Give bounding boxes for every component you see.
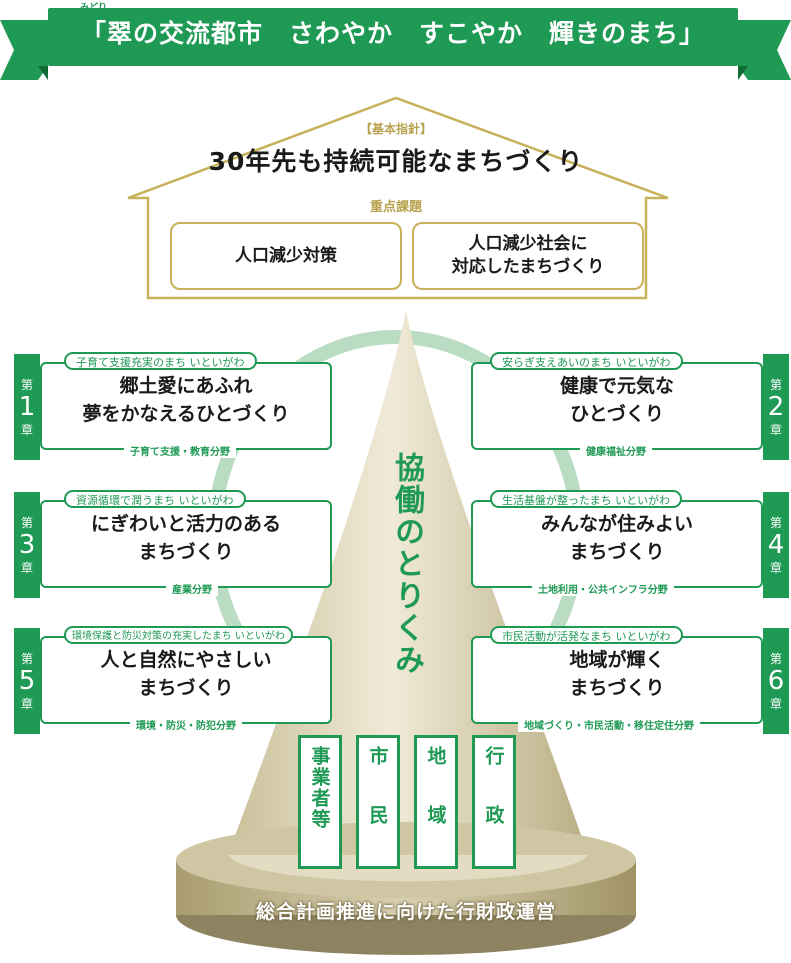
chapter-6-title: 地域が輝く まちづくり (569, 649, 665, 699)
actor-pillar-citizens: 市民 (356, 735, 400, 869)
chapter-1-subtitle: 子育て支援充実のまち いといがわ (64, 352, 257, 370)
cooperation-text: 協働のとりくみ (389, 452, 424, 676)
actor-pillar-businesses: 事業者等 (298, 735, 342, 869)
chapter-4-title: みんなが住みよい まちづくり (540, 513, 693, 563)
chapter-2-tab: 第 2 章 (763, 354, 789, 460)
banner-ribbon-graphic (0, 20, 791, 80)
chapter-3-title: にぎわいと活力のある まちづくり (90, 513, 281, 563)
policy-title: 30年先も持続可能なまちづくり (208, 147, 584, 176)
chapter-prefix: 第 (20, 378, 33, 392)
chapter-4-subtitle: 生活基盤が整ったまち いといがわ (490, 490, 683, 508)
chapter-suffix: 章 (20, 561, 33, 575)
chapter-2-title: 健康で元気な ひとづくり (559, 375, 674, 425)
actor-label: 市民 (366, 746, 389, 864)
chapter-1-tab: 第 1 章 (14, 354, 40, 460)
chapter-prefix: 第 (20, 652, 33, 666)
chapter-suffix: 章 (769, 423, 782, 437)
chapter-3-subtitle: 資源循環で潤うまち いといがわ (64, 490, 246, 508)
issues-label: 重点課題 (369, 200, 422, 215)
chapter-1-field: 子育て支援・教育分野 (124, 443, 236, 458)
chapter-2-subtitle: 安らぎ支えあいのまち いといがわ (490, 352, 683, 370)
chapter-suffix: 章 (769, 561, 782, 575)
chapter-5-tab: 第 5 章 (14, 628, 40, 734)
chapter-number: 5 (18, 666, 36, 696)
actor-label: 行政 (482, 746, 505, 864)
chapter-suffix: 章 (20, 423, 33, 437)
slogan-text: 「翠の交流都市 さわやか すこやか 輝きのまち」 (80, 19, 705, 48)
actor-label: 事業者等 (308, 746, 331, 830)
chapter-5-field: 環境・防災・防犯分野 (130, 717, 242, 732)
chapter-6-tab: 第 6 章 (763, 628, 789, 734)
base-text: 総合計画推進に向けた行財政運営 (255, 901, 556, 923)
chapter-6-box (471, 636, 763, 724)
chapter-4-tab: 第 4 章 (763, 492, 789, 598)
chapter-number: 6 (767, 666, 785, 696)
slogan-banner (48, 8, 738, 66)
chapter-6-subtitle: 市民活動が活発なまち いといがわ (490, 626, 683, 644)
policy-label: 【基本指針】 (359, 122, 432, 136)
chapter-3-tab: 第 3 章 (14, 492, 40, 598)
chapter-6-field: 地域づくり・市民活動・移住定住分野 (518, 717, 700, 732)
chapter-number: 2 (767, 392, 785, 422)
chapter-number: 3 (18, 530, 36, 560)
chapter-suffix: 章 (20, 697, 33, 711)
chapter-prefix: 第 (769, 378, 782, 392)
issue-box-1: 人口減少対策 (170, 222, 402, 290)
actor-pillar-community: 地域 (414, 735, 458, 869)
chapter-number: 4 (767, 530, 785, 560)
chapter-suffix: 章 (769, 697, 782, 711)
chapter-prefix: 第 (769, 652, 782, 666)
chapter-2-box (471, 362, 763, 450)
chapter-2-field: 健康福祉分野 (580, 443, 652, 458)
actor-label: 地域 (424, 746, 447, 864)
chapter-4-field: 土地利用・公共インフラ分野 (532, 581, 674, 596)
slogan-ruby: みどり (80, 3, 108, 13)
chapter-3-field: 産業分野 (166, 581, 218, 596)
chapter-number: 1 (18, 392, 36, 422)
chapter-prefix: 第 (769, 516, 782, 530)
chapter-prefix: 第 (20, 516, 33, 530)
chapter-1-title: 郷土愛にあふれ 夢をかなえるひとづくり (82, 375, 290, 425)
chapter-5-subtitle: 環境保護と防災対策の充実したまち いといがわ (64, 626, 293, 644)
issue-box-2: 人口減少社会に 対応したまちづくり (412, 222, 644, 290)
chapter-5-title: 人と自然にやさしい まちづくり (100, 649, 272, 699)
actor-pillar-government: 行政 (472, 735, 516, 869)
